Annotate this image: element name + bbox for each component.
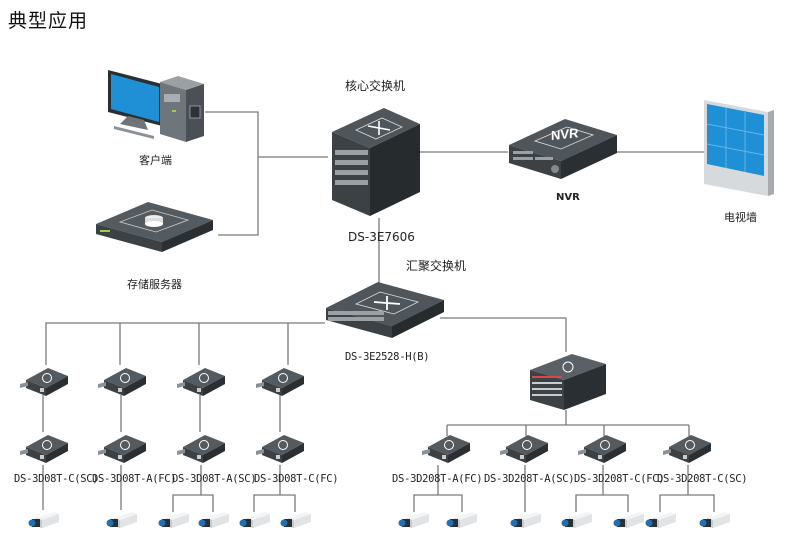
aggregation-switch-model: DS-3E2528-H(B): [345, 351, 430, 363]
right-converter-model: DS-3D208T-A(FC): [392, 473, 483, 485]
camera-icon[interactable]: [561, 510, 593, 530]
core-switch-icon[interactable]: [326, 102, 426, 220]
camera-icon[interactable]: [106, 510, 138, 530]
camera-icon[interactable]: [280, 510, 312, 530]
media-converter-icon[interactable]: [663, 433, 713, 465]
media-converter-icon[interactable]: [20, 433, 70, 465]
media-converter-icon[interactable]: [177, 433, 227, 465]
camera-icon[interactable]: [446, 510, 478, 530]
aggregation-switch-icon[interactable]: [322, 278, 447, 340]
camera-icon[interactable]: [398, 510, 430, 530]
wire-agg-right: [440, 317, 567, 352]
nvr-icon[interactable]: NVR: [505, 115, 620, 185]
client-label: 客户端: [139, 154, 172, 167]
wire-client: [205, 111, 259, 236]
page-title: 典型应用: [8, 10, 89, 32]
storage-server-label: 存储服务器: [127, 278, 182, 291]
wire-agg-left-bus: [45, 322, 325, 365]
left-converter-model: DS-3D08T-C(SC): [14, 473, 99, 485]
media-converter-icon[interactable]: [256, 433, 306, 465]
camera-icon[interactable]: [613, 510, 645, 530]
camera-icon[interactable]: [198, 510, 230, 530]
nvr-label: NVR: [556, 192, 580, 203]
core-switch-title: 核心交换机: [345, 79, 406, 93]
storage-server-icon[interactable]: [92, 198, 217, 253]
right-converter-model: DS-3D208T-C(FC): [574, 473, 665, 485]
camera-icon[interactable]: [28, 510, 60, 530]
camera-icon[interactable]: [239, 510, 271, 530]
video-wall-icon[interactable]: [702, 98, 778, 198]
media-converter-top-icon[interactable]: [256, 366, 306, 398]
camera-icon[interactable]: [510, 510, 542, 530]
camera-icon[interactable]: [699, 510, 731, 530]
left-converter-model: DS-3D08T-A(FC): [92, 473, 177, 485]
core-switch-model: DS-3E7606: [348, 230, 415, 244]
right-converter-model: DS-3D208T-C(SC): [657, 473, 748, 485]
media-converter-top-icon[interactable]: [177, 366, 227, 398]
client-computer-icon[interactable]: [100, 66, 210, 146]
converter-chassis-icon[interactable]: [528, 352, 608, 412]
left-converter-model: DS-3D08T-A(SC): [172, 473, 257, 485]
media-converter-icon[interactable]: [98, 433, 148, 465]
video-wall-label: 电视墙: [724, 211, 757, 224]
nvr-badge: NVR: [551, 125, 579, 143]
left-converter-model: DS-3D08T-C(FC): [254, 473, 339, 485]
right-converter-model: DS-3D208T-A(SC): [484, 473, 575, 485]
media-converter-top-icon[interactable]: [20, 366, 70, 398]
media-converter-icon[interactable]: [578, 433, 628, 465]
media-converter-icon[interactable]: [500, 433, 550, 465]
media-converter-icon[interactable]: [422, 433, 472, 465]
camera-icon[interactable]: [645, 510, 677, 530]
camera-icon[interactable]: [158, 510, 190, 530]
aggregation-switch-title: 汇聚交换机: [406, 259, 467, 273]
media-converter-top-icon[interactable]: [98, 366, 148, 398]
